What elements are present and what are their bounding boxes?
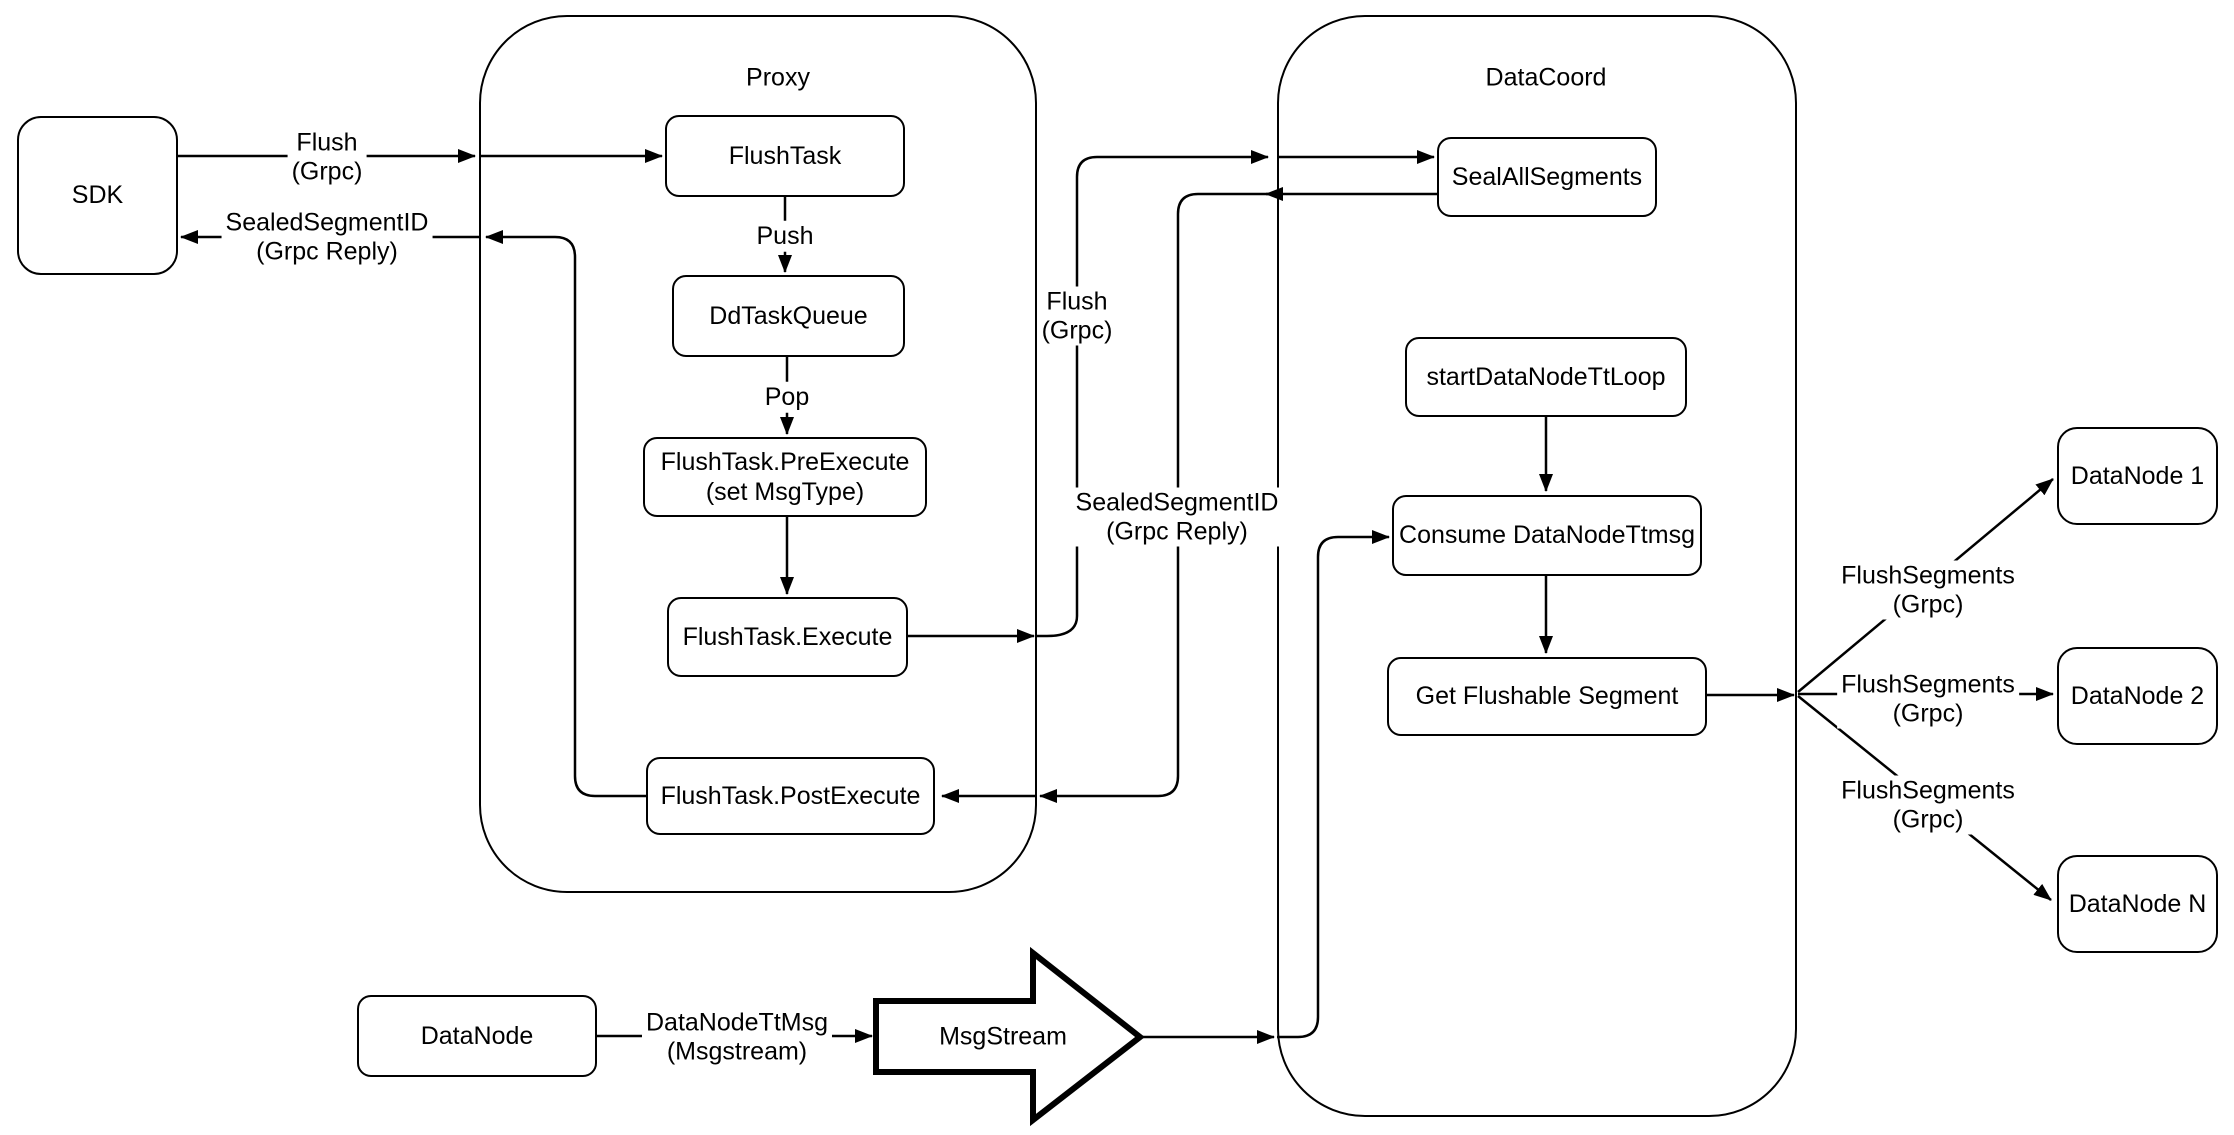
node-datanode-1: DataNode 1 <box>2057 427 2218 525</box>
node-datanode-n: DataNode N <box>2057 855 2218 953</box>
label-datanodettmsg: DataNodeTtMsg (Msgstream) <box>641 1007 833 1067</box>
node-ddtaskqueue: DdTaskQueue <box>672 275 905 357</box>
label-flushsegments-3: FlushSegments (Grpc) <box>1837 775 2019 835</box>
node-sealallsegments: SealAllSegments <box>1437 137 1657 217</box>
label-pop: Pop <box>760 381 814 413</box>
datacoord-container-title: DataCoord <box>1485 63 1607 92</box>
edge-proxy-to-datacoord-flush <box>1037 150 1269 638</box>
label-flush-grpc-datacoord: Flush (Grpc) <box>1037 286 1117 346</box>
label-flush-grpc-sdk: Flush (Grpc) <box>287 127 367 187</box>
node-flushtask-preexecute: FlushTask.PreExecute (set MsgType) <box>643 437 927 517</box>
datacoord-container <box>1277 15 1797 1117</box>
node-startdatanodettloop: startDataNodeTtLoop <box>1405 337 1687 417</box>
label-flushsegments-2: FlushSegments (Grpc) <box>1837 669 2019 729</box>
proxy-container <box>479 15 1037 893</box>
node-sdk: SDK <box>17 116 178 275</box>
label-flushsegments-1: FlushSegments (Grpc) <box>1837 560 2019 620</box>
node-consume-datanodettmsg: Consume DataNodeTtmsg <box>1392 495 1702 576</box>
node-flushtask-postexecute: FlushTask.PostExecute <box>646 757 935 835</box>
proxy-container-title: Proxy <box>746 63 810 92</box>
label-sealedsegmentid-datacoord: SealedSegmentID (Grpc Reply) <box>1071 487 1283 547</box>
msgstream-label: MsgStream <box>939 1022 1067 1051</box>
edge-postexecute-to-proxy-edge <box>485 230 646 798</box>
node-get-flushable-segment: Get Flushable Segment <box>1387 657 1707 736</box>
node-flushtask-execute: FlushTask.Execute <box>667 597 908 677</box>
node-datanode: DataNode <box>357 995 597 1077</box>
label-push: Push <box>752 220 818 252</box>
label-sealedsegmentid-sdk: SealedSegmentID (Grpc Reply) <box>221 207 433 267</box>
msgstream-arrow-shape <box>873 946 1145 1127</box>
node-datanode-2: DataNode 2 <box>2057 647 2218 745</box>
node-flushtask: FlushTask <box>665 115 905 197</box>
